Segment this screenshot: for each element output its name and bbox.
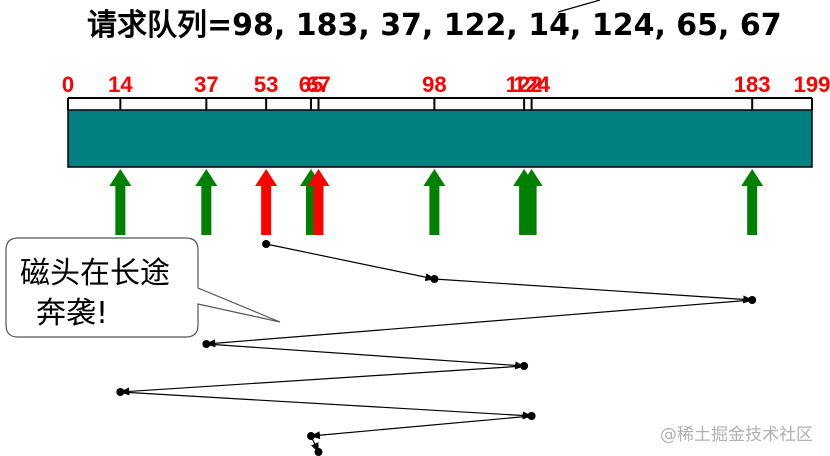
tick-label-67: 67	[306, 72, 330, 97]
request-arrows	[109, 169, 764, 235]
tick-label-98: 98	[422, 72, 446, 97]
request-queue-title: 请求队列=98, 183, 37, 122, 14, 124, 65, 67	[87, 8, 782, 43]
tick-label-124: 124	[513, 72, 550, 97]
head-move-segment	[266, 243, 436, 282]
callout-bubble: 磁头在长途 奔袭!	[5, 237, 281, 338]
head-position-dot-122	[520, 362, 529, 370]
tick-label-183: 183	[734, 72, 771, 97]
tick-label-122: 122	[506, 72, 543, 97]
request-arrow-37	[195, 169, 218, 235]
disk-track-bar	[67, 109, 813, 168]
callout-line-1: 磁头在长途	[20, 256, 170, 291]
tick-label-199: 199	[794, 72, 830, 97]
head-position-dot-183	[748, 296, 757, 304]
watermark: @稀土掘金技术社区	[660, 425, 813, 445]
request-arrow-183	[741, 169, 764, 235]
tick-label-0: 0	[62, 72, 74, 97]
request-arrow-67	[307, 169, 330, 235]
head-position-dot-37	[202, 340, 211, 348]
tick-label-53: 53	[254, 72, 278, 97]
callout-line-2: 奔袭!	[36, 296, 108, 331]
head-move-segment	[119, 365, 525, 396]
head-movement-path	[116, 240, 757, 456]
callout-pointer-fragment	[557, 0, 601, 13]
head-position-dot-14	[116, 388, 125, 396]
head-move-segment	[120, 391, 533, 420]
head-position-dot-124	[527, 412, 536, 420]
head-move-segment	[310, 415, 532, 440]
head-move-segment	[205, 299, 753, 348]
request-arrow-14	[109, 169, 132, 235]
head-position-dot-53	[262, 240, 271, 248]
tick-label-14: 14	[108, 72, 133, 97]
request-arrow-53	[255, 169, 278, 235]
tick-label-37: 37	[194, 72, 218, 97]
head-move-segment	[206, 343, 526, 370]
request-arrow-124	[520, 169, 543, 235]
callout-shape	[5, 237, 281, 338]
head-move-segment	[434, 278, 754, 304]
request-arrow-98	[423, 169, 446, 235]
head-position-dot-98	[430, 275, 439, 283]
head-position-dot-67	[314, 448, 323, 456]
tick-label-65: 65	[299, 72, 323, 97]
head-position-dot-65	[307, 432, 316, 440]
